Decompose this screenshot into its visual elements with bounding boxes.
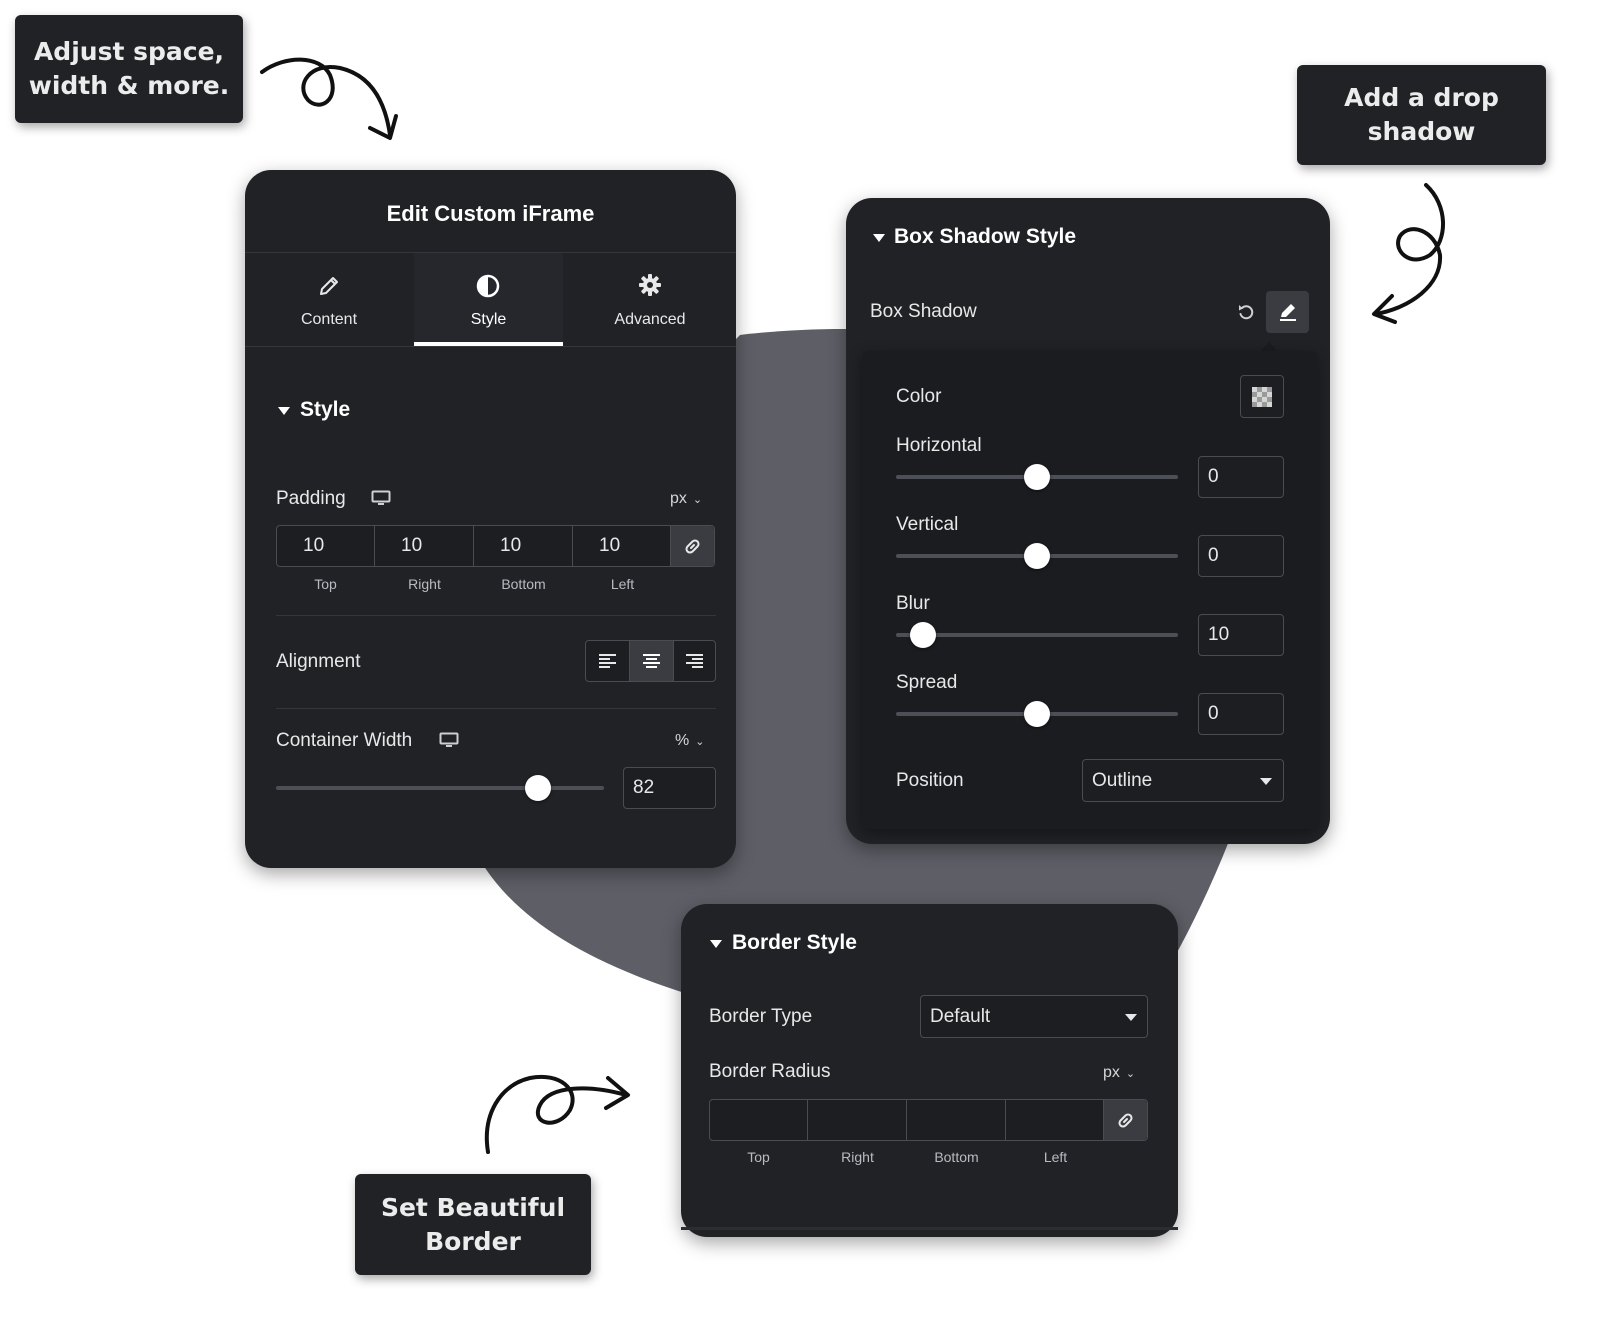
callout-drop-shadow: Add a drop shadow xyxy=(1297,65,1546,165)
tab-label: Content xyxy=(300,311,358,328)
radius-side-label: Bottom xyxy=(934,1149,979,1165)
tab-advanced[interactable]: Advanced xyxy=(564,253,736,346)
container-width-label: Container Width xyxy=(276,730,413,751)
alignment-label: Alignment xyxy=(276,651,361,672)
radius-unit-select[interactable]: px⌄ xyxy=(1103,1064,1136,1081)
active-tab-indicator xyxy=(414,342,563,346)
color-picker-swatch[interactable] xyxy=(1240,375,1284,418)
border-type-select[interactable]: Default xyxy=(920,995,1148,1038)
panel-title: Edit Custom iFrame xyxy=(386,201,595,226)
padding-unit-select[interactable]: px⌄ xyxy=(670,490,703,507)
radius-side-label: Top xyxy=(747,1149,770,1165)
divider xyxy=(681,1227,1178,1230)
gear-icon xyxy=(639,274,661,296)
spread-value-input[interactable]: 0 xyxy=(1198,693,1284,735)
caret-down-icon xyxy=(710,940,722,948)
section-title: Box Shadow Style xyxy=(894,225,1077,248)
padding-right-input[interactable]: 10 xyxy=(375,526,474,566)
border-radius-label: Border Radius xyxy=(709,1061,831,1082)
box-shadow-label: Box Shadow xyxy=(870,301,977,322)
width-value-input[interactable]: 82 xyxy=(623,767,716,809)
blur-slider-track[interactable] xyxy=(896,633,1178,637)
desktop-icon[interactable] xyxy=(439,732,459,749)
caret-down-icon xyxy=(1125,1014,1137,1021)
color-label: Color xyxy=(896,386,942,407)
box-shadow-popover: Color Horizontal 0 Vertical 0 Blur 10 Sp… xyxy=(862,351,1317,829)
border-type-label: Border Type xyxy=(709,1006,813,1027)
align-center-button[interactable] xyxy=(630,641,674,681)
callout-border: Set Beautiful Border xyxy=(355,1174,591,1275)
padding-bottom-input[interactable]: 10 xyxy=(474,526,573,566)
radius-left-input[interactable] xyxy=(1006,1100,1104,1140)
contrast-icon xyxy=(476,274,500,298)
tab-content[interactable]: Content xyxy=(245,253,413,346)
padding-side-label: Right xyxy=(408,576,441,592)
pencil-icon xyxy=(320,277,338,295)
tab-label: Style xyxy=(470,311,507,328)
align-right-button[interactable] xyxy=(674,641,715,681)
transparent-checker-icon xyxy=(1252,387,1272,407)
spread-label: Spread xyxy=(896,672,958,693)
padding-top-input[interactable]: 10 xyxy=(277,526,375,566)
align-right-icon xyxy=(686,654,703,668)
horizontal-label: Horizontal xyxy=(896,435,982,456)
radius-side-label: Left xyxy=(1043,1149,1068,1165)
tab-label: Advanced xyxy=(614,311,686,328)
padding-side-label: Bottom xyxy=(501,576,546,592)
width-slider-handle[interactable] xyxy=(525,775,551,801)
divider xyxy=(276,708,716,709)
tab-style[interactable]: Style xyxy=(414,253,563,346)
divider xyxy=(276,615,716,616)
vertical-slider-handle[interactable] xyxy=(1024,543,1050,569)
reset-icon[interactable] xyxy=(1236,302,1256,322)
horizontal-value-input[interactable]: 0 xyxy=(1198,456,1284,498)
desktop-icon[interactable] xyxy=(371,490,391,507)
align-left-icon xyxy=(599,654,616,668)
radius-top-input[interactable] xyxy=(710,1100,808,1140)
width-unit-select[interactable]: %⌄ xyxy=(675,732,705,749)
border-radius-inputs xyxy=(709,1099,1148,1141)
padding-side-label: Top xyxy=(314,576,337,592)
horizontal-slider-handle[interactable] xyxy=(1024,464,1050,490)
box-shadow-panel: Box Shadow Style Box Shadow Color Horizo… xyxy=(846,198,1330,844)
padding-inputs xyxy=(276,525,715,567)
callout-adjust-space: Adjust space, width & more. xyxy=(15,15,243,123)
popover-arrow xyxy=(1260,342,1278,352)
radius-bottom-input[interactable] xyxy=(907,1100,1006,1140)
padding-label: Padding xyxy=(276,488,346,509)
blur-value-input[interactable]: 10 xyxy=(1198,614,1284,656)
vertical-value-input[interactable]: 0 xyxy=(1198,535,1284,577)
section-title: Style xyxy=(300,398,351,421)
position-label: Position xyxy=(896,770,964,791)
blur-slider-handle[interactable] xyxy=(910,622,936,648)
align-center-icon xyxy=(643,654,660,668)
divider xyxy=(245,252,736,253)
position-select[interactable]: Outline xyxy=(1082,759,1284,802)
caret-down-icon xyxy=(873,234,885,242)
edit-shadow-button[interactable] xyxy=(1266,291,1309,333)
section-title: Border Style xyxy=(732,931,857,954)
link-icon xyxy=(685,539,700,554)
edit-iframe-panel: Edit Custom iFrame Content Style xyxy=(245,170,736,868)
spread-slider-handle[interactable] xyxy=(1024,701,1050,727)
caret-down-icon xyxy=(1260,778,1272,785)
padding-side-label: Left xyxy=(610,576,635,592)
divider xyxy=(245,346,736,347)
link-icon xyxy=(1118,1113,1133,1128)
align-left-button[interactable] xyxy=(586,641,630,681)
vertical-label: Vertical xyxy=(896,514,959,535)
caret-down-icon xyxy=(278,407,290,415)
pencil-icon xyxy=(1280,304,1296,321)
padding-left-input[interactable]: 10 xyxy=(573,526,671,566)
blur-label: Blur xyxy=(896,593,930,614)
link-values-button[interactable] xyxy=(671,526,714,566)
link-values-button[interactable] xyxy=(1104,1100,1147,1140)
radius-side-label: Right xyxy=(841,1149,874,1165)
width-slider-track[interactable] xyxy=(276,786,604,790)
border-style-panel: Border Style Border Type Default Border … xyxy=(681,904,1178,1237)
radius-right-input[interactable] xyxy=(808,1100,907,1140)
